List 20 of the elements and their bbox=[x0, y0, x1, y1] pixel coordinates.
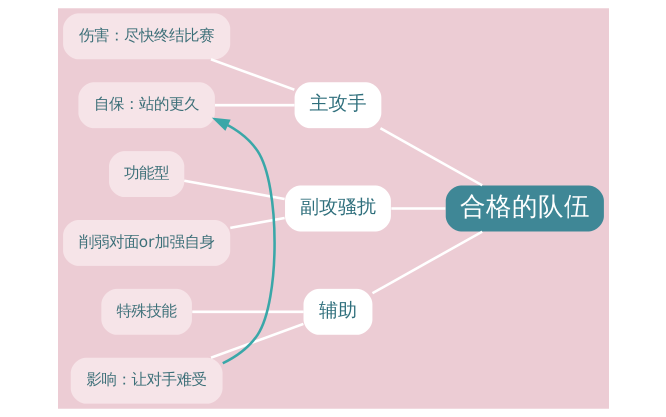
connector bbox=[230, 216, 284, 230]
connector bbox=[210, 322, 304, 359]
node-box: 功能型 bbox=[108, 151, 184, 198]
node-box: 削弱对面or加强自身 bbox=[62, 220, 230, 266]
node-box: 合格的队伍 bbox=[445, 186, 604, 232]
node-box: 影响：让对手难受 bbox=[70, 358, 222, 404]
node-box: 伤害：尽快终结比赛 bbox=[62, 13, 230, 60]
connector bbox=[379, 127, 482, 186]
connector bbox=[210, 58, 294, 91]
connector bbox=[184, 179, 284, 200]
arrow bbox=[211, 118, 276, 364]
node-box: 辅助 bbox=[303, 288, 372, 335]
node-box: 主攻手 bbox=[294, 82, 381, 128]
node-box: 副攻骚扰 bbox=[284, 186, 390, 232]
node-box: 自保：站的更久 bbox=[78, 82, 214, 128]
connector bbox=[192, 310, 303, 314]
connector bbox=[371, 230, 482, 294]
node-box: 特殊技能 bbox=[100, 288, 192, 335]
connector bbox=[214, 104, 294, 106]
connector bbox=[390, 207, 445, 210]
